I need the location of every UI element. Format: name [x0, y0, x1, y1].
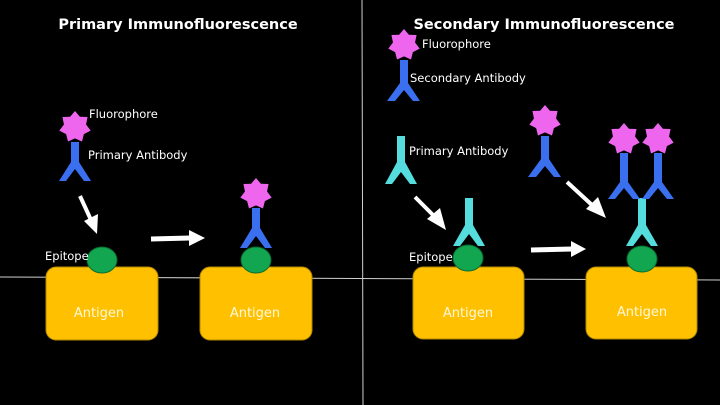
- epitope-icon: [626, 245, 658, 273]
- fluorophore-icon: [529, 104, 561, 136]
- antigen-block: [45, 266, 159, 341]
- antibody-icon: [240, 208, 272, 248]
- panel-divider: [361, 0, 364, 405]
- epitope-icon: [86, 246, 118, 274]
- left-fluorophore-label: Fluorophore: [89, 107, 158, 121]
- free-secondary-antibody: [528, 104, 561, 177]
- fluorophore-icon: [240, 177, 272, 209]
- bound-primary-antibody: [453, 198, 485, 246]
- left-antibody-label: Primary Antibody: [88, 148, 188, 162]
- antigen-label: Antigen: [617, 305, 667, 320]
- arrow-right-icon: [150, 230, 205, 246]
- right-epitope-label: Epitope: [409, 250, 453, 264]
- fluorophore-icon: [608, 122, 640, 154]
- left-title: Primary Immunofluorescence: [58, 17, 298, 33]
- antibody-icon: [59, 142, 91, 181]
- epitope-icon: [240, 246, 272, 274]
- antibody-icon: [387, 60, 420, 101]
- right-primary-label: Primary Antibody: [409, 144, 509, 158]
- fluorophore-icon: [59, 110, 91, 142]
- antigen-block: [412, 266, 525, 340]
- arrow-down-right-icon: [413, 195, 446, 230]
- antigen-block: [585, 266, 698, 340]
- right-fluorophore-label: Fluorophore: [422, 37, 491, 51]
- arrow-down-right-icon: [78, 195, 98, 234]
- right-title: Secondary Immunofluorescence: [413, 17, 674, 33]
- fluorophore-icon: [642, 122, 674, 154]
- arrow-right-icon: [530, 241, 586, 257]
- fluorophore-icon: [388, 28, 420, 60]
- secondary-antibody-icon: [642, 153, 674, 199]
- bound-complex: [608, 122, 674, 246]
- arrow-down-right-icon: [565, 180, 606, 218]
- antigen-label: Antigen: [74, 306, 124, 321]
- right-secondary-label: Secondary Antibody: [410, 71, 526, 85]
- free-secondary-antibody: [387, 28, 420, 101]
- free-primary-antibody: [385, 136, 417, 184]
- epitope-icon: [452, 244, 484, 272]
- antibody-icon: [528, 136, 561, 177]
- antigen-block: [199, 266, 313, 341]
- antigen-label: Antigen: [230, 306, 280, 321]
- antigen-label: Antigen: [443, 306, 493, 321]
- left-epitope-label: Epitope: [45, 249, 89, 263]
- left-free-primary-antibody: [59, 110, 91, 181]
- bound-primary-antibody: [240, 177, 272, 248]
- primary-antibody-icon: [626, 198, 658, 246]
- secondary-antibody-icon: [608, 153, 640, 199]
